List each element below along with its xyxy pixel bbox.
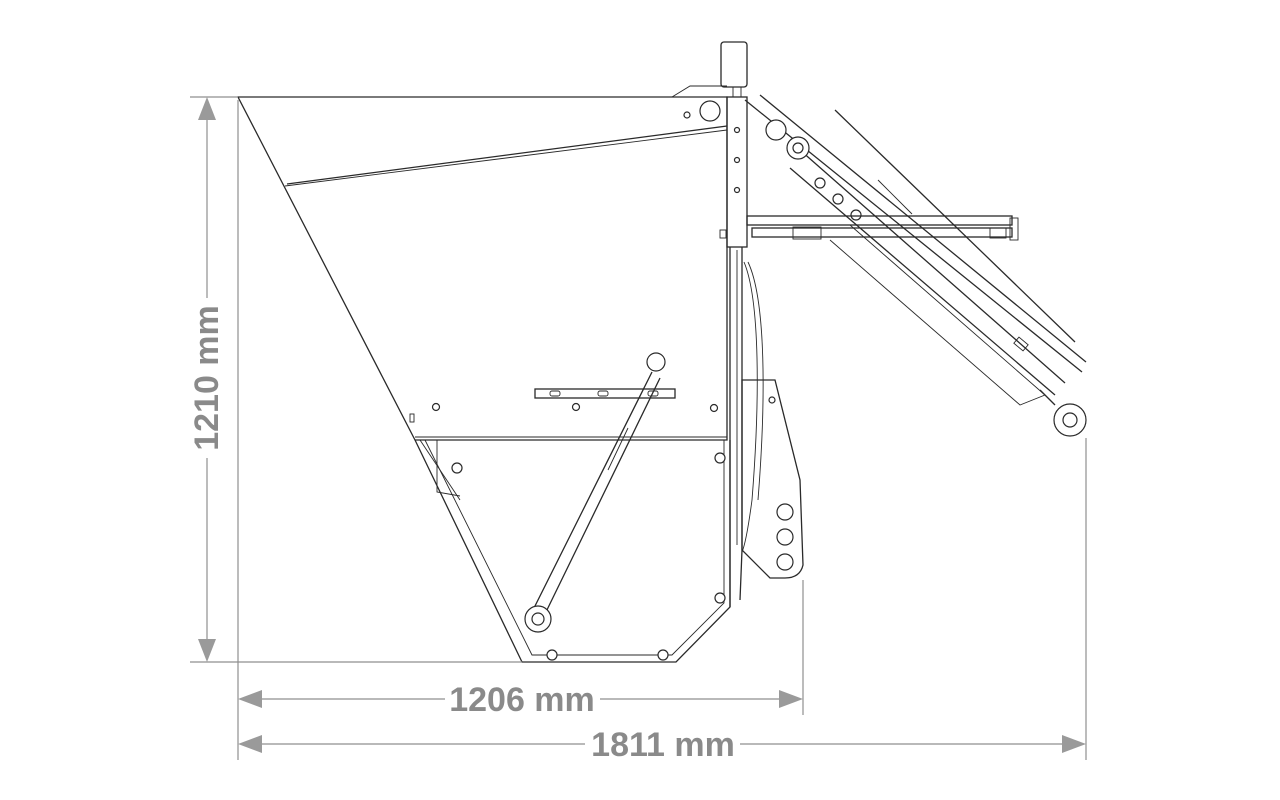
hitch-plate xyxy=(741,379,804,579)
height-arrow-bottom xyxy=(198,639,216,662)
horizontal-rod xyxy=(719,215,1019,241)
dimension-lines xyxy=(190,96,1087,760)
hopper-body xyxy=(236,96,731,663)
height-dimension-label: 1210 mm xyxy=(188,305,226,451)
depth-dimension-label: 1206 mm xyxy=(449,681,595,719)
length-arrow-left xyxy=(238,735,262,753)
height-arrow-top xyxy=(198,97,216,120)
adjustment-lever xyxy=(524,352,676,633)
top-link-arm xyxy=(744,94,1087,437)
depth-arrow-right xyxy=(779,690,803,708)
total-length-dimension-label: 1811 mm xyxy=(591,726,735,764)
length-arrow-right xyxy=(1062,735,1086,753)
depth-arrow-left xyxy=(238,690,262,708)
